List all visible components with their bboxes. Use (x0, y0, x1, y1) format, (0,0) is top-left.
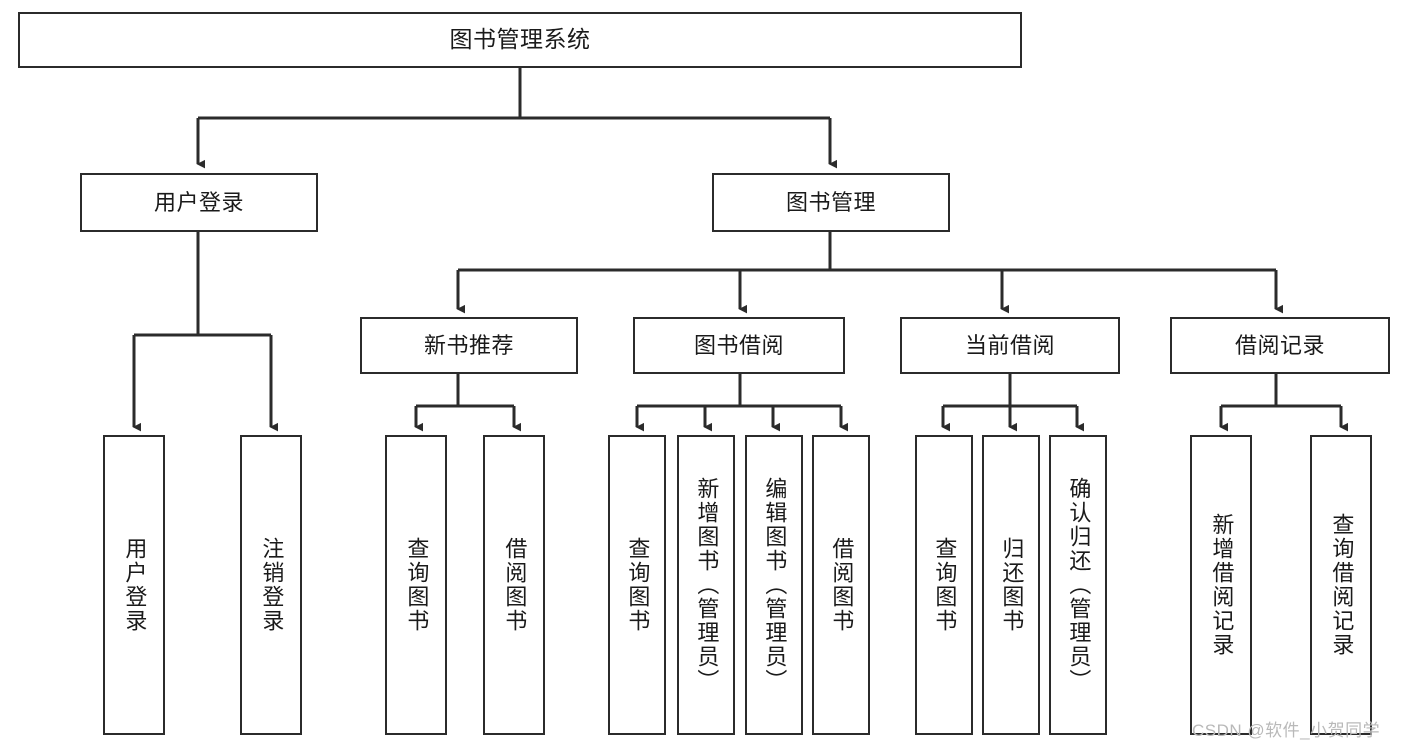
leaf-confirm-return-admin[interactable]: 确认归还（管理员） (1049, 435, 1107, 735)
node-label: 归还图书 (999, 537, 1025, 633)
node-label: 图书管理系统 (449, 26, 591, 53)
leaf-query-book-current[interactable]: 查询图书 (915, 435, 973, 735)
node-label: 查询图书 (404, 537, 430, 633)
leaf-logout[interactable]: 注销登录 (240, 435, 302, 735)
node-label: 图书借阅 (693, 332, 784, 358)
leaf-query-borrow-record[interactable]: 查询借阅记录 (1310, 435, 1372, 735)
leaf-return-book[interactable]: 归还图书 (982, 435, 1040, 735)
node-label: 借阅记录 (1234, 332, 1325, 358)
node-label: 查询图书 (932, 537, 958, 633)
node-label: 借阅图书 (502, 537, 528, 633)
node-label: 查询图书 (625, 537, 651, 633)
node-borrow-record[interactable]: 借阅记录 (1170, 317, 1390, 374)
watermark: CSDN @软件_小贺同学 (1192, 721, 1381, 740)
node-new-book-recommend[interactable]: 新书推荐 (360, 317, 578, 374)
leaf-query-book-recommend[interactable]: 查询图书 (385, 435, 447, 735)
leaf-edit-book-admin[interactable]: 编辑图书（管理员） (745, 435, 803, 735)
node-label: 用户登录 (122, 537, 148, 633)
node-book-borrow[interactable]: 图书借阅 (633, 317, 845, 374)
leaf-user-login[interactable]: 用户登录 (103, 435, 165, 735)
leaf-borrow-book[interactable]: 借阅图书 (812, 435, 870, 735)
leaf-add-borrow-record[interactable]: 新增借阅记录 (1190, 435, 1252, 735)
node-label: 确认归还（管理员） (1066, 477, 1092, 693)
node-current-borrow[interactable]: 当前借阅 (900, 317, 1120, 374)
node-label: 当前借阅 (964, 332, 1055, 358)
leaf-query-book-borrow[interactable]: 查询图书 (608, 435, 666, 735)
node-label: 新增图书（管理员） (694, 477, 720, 693)
node-label: 新增借阅记录 (1209, 513, 1235, 657)
leaf-add-book-admin[interactable]: 新增图书（管理员） (677, 435, 735, 735)
node-user-login[interactable]: 用户登录 (80, 173, 318, 232)
leaf-borrow-book-recommend[interactable]: 借阅图书 (483, 435, 545, 735)
node-label: 注销登录 (259, 537, 285, 633)
node-root[interactable]: 图书管理系统 (18, 12, 1022, 68)
node-label: 图书管理 (785, 189, 876, 215)
node-book-management[interactable]: 图书管理 (712, 173, 950, 232)
node-label: 编辑图书（管理员） (762, 477, 788, 693)
node-label: 用户登录 (153, 189, 244, 215)
node-label: 借阅图书 (829, 537, 855, 633)
node-label: 查询借阅记录 (1329, 513, 1355, 657)
node-label: 新书推荐 (423, 332, 514, 358)
